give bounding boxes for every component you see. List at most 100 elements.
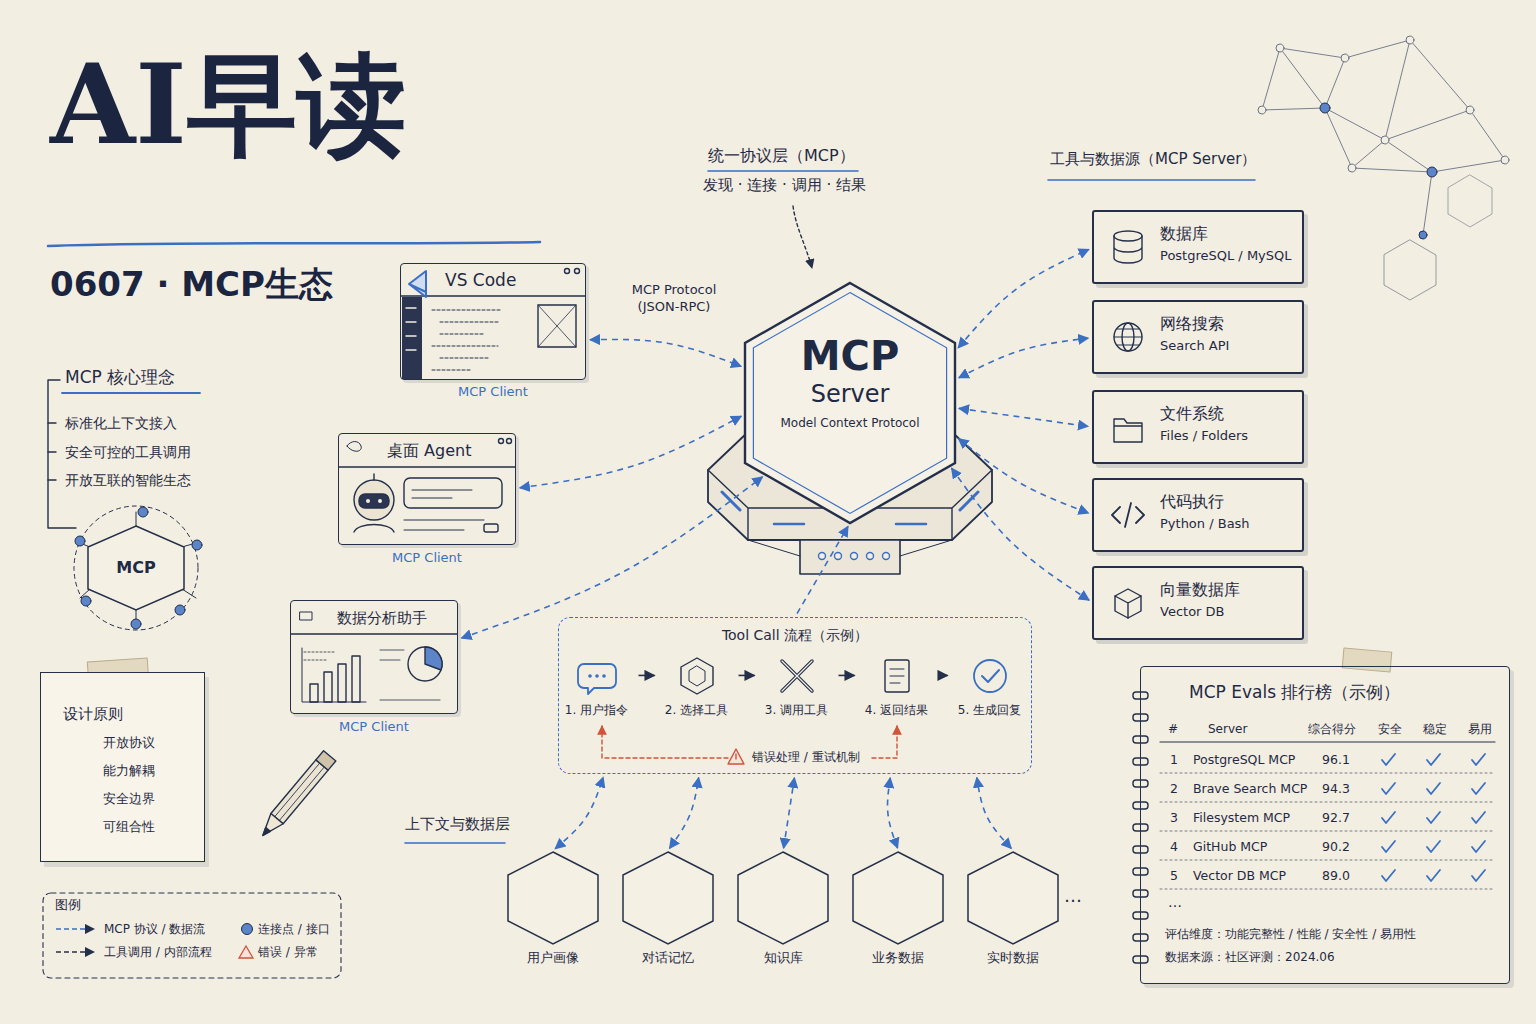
sketch-path bbox=[538, 305, 576, 347]
sketch-polygon bbox=[1115, 589, 1141, 618]
sketch-path bbox=[1382, 783, 1395, 794]
hexagon-node: 业务数据 bbox=[853, 852, 943, 944]
sketch-path bbox=[425, 647, 442, 670]
table-cell: # bbox=[1168, 722, 1178, 738]
process-box: 文件系统Files / Folders bbox=[1092, 390, 1304, 464]
sketch-path bbox=[1114, 419, 1142, 442]
note-label: 评估维度：功能完整性 / 性能 / 安全性 / 易用性 bbox=[1165, 927, 1416, 943]
note-label: 安全可控的工具调用 bbox=[65, 443, 191, 461]
table-cell: 92.7 bbox=[1322, 810, 1350, 826]
sketch-circle bbox=[575, 269, 580, 274]
text-slot: 统一协议层（MCP） bbox=[708, 146, 855, 167]
connector bbox=[670, 778, 699, 849]
legend-swatch bbox=[241, 923, 253, 935]
hexagon-outline bbox=[738, 852, 828, 944]
sketch-path bbox=[302, 648, 366, 702]
sketch-path bbox=[735, 754, 736, 759]
process-box: 5. 生成回复 bbox=[952, 650, 1028, 722]
sketch-path bbox=[1160, 741, 1495, 742]
sketch-path bbox=[1160, 831, 1495, 832]
sketch-circle bbox=[1276, 44, 1284, 52]
sketch-path bbox=[401, 295, 585, 296]
text-slot: Vector DB MCP bbox=[1193, 868, 1286, 884]
connector bbox=[797, 526, 848, 613]
sketch-rect bbox=[402, 297, 422, 379]
node-title: 3. 调用工具 bbox=[759, 702, 835, 718]
legend-sample bbox=[239, 946, 253, 958]
sketch-circle bbox=[1114, 323, 1142, 351]
sketch-path bbox=[404, 490, 484, 530]
hexagon-node: MCP bbox=[88, 526, 184, 610]
hexagon-outline bbox=[745, 283, 955, 523]
table-cell: Filesystem MCP bbox=[1193, 810, 1290, 826]
sketch-path bbox=[1114, 329, 1142, 345]
sketch-path bbox=[339, 466, 515, 467]
note-label: 开放互联的智能生态 bbox=[65, 471, 191, 489]
sketch-circle bbox=[378, 499, 382, 503]
text-slot: 96.1 bbox=[1322, 752, 1350, 768]
sketch-path bbox=[1262, 40, 1505, 235]
text-slot: Filesystem MCP bbox=[1193, 810, 1290, 826]
hexagon-outline bbox=[508, 852, 598, 944]
sketch-circle bbox=[1501, 156, 1509, 164]
sketch-path bbox=[48, 242, 540, 246]
sketch-circle bbox=[883, 553, 890, 560]
sketch-polygon bbox=[728, 749, 744, 764]
node-text: 安全边界 bbox=[103, 785, 204, 813]
sketch-g bbox=[588, 674, 606, 678]
node-title: 4. 返回结果 bbox=[859, 702, 935, 718]
sketch-path bbox=[405, 842, 505, 844]
connector bbox=[959, 408, 1088, 426]
text-slot: 0607 · MCP生态 bbox=[50, 262, 333, 306]
text-slot: 综合得分 bbox=[1308, 722, 1356, 738]
sketch-rect bbox=[324, 672, 332, 702]
text-slot: 安全可控的工具调用 bbox=[65, 443, 191, 461]
sketch-path bbox=[1382, 841, 1395, 852]
note-label: MCP 核心理念 bbox=[65, 366, 175, 388]
sketch-circle bbox=[1381, 136, 1389, 144]
connector bbox=[555, 777, 603, 848]
hexagon-outline bbox=[853, 852, 943, 944]
connector bbox=[784, 778, 795, 848]
sketch-circle bbox=[1406, 36, 1414, 44]
sketch-path bbox=[1427, 841, 1440, 852]
process-box: 网络搜索Search API bbox=[1092, 300, 1304, 374]
sketch-path bbox=[1382, 870, 1395, 881]
sketch-rect bbox=[359, 494, 389, 508]
sketch-polygon bbox=[1448, 175, 1492, 227]
sketch-circle bbox=[408, 647, 442, 681]
node-text: PostgreSQL / MySQL bbox=[1094, 246, 1302, 266]
sketch-path bbox=[1472, 754, 1485, 765]
table-cell: PostgreSQL MCP bbox=[1193, 752, 1295, 768]
text-slot: 92.7 bbox=[1322, 810, 1350, 826]
node-title: 网络搜索 bbox=[1094, 302, 1302, 336]
text-slot: 94.3 bbox=[1322, 781, 1350, 797]
sketch-g bbox=[1133, 692, 1495, 963]
sketch-path bbox=[793, 206, 812, 268]
hexagon-outline bbox=[968, 852, 1058, 944]
note-label: 统一协议层（MCP） bbox=[708, 146, 855, 167]
edge-label: MCP Protocol (JSON-RPC) bbox=[618, 280, 730, 316]
table-cell: 3 bbox=[1170, 810, 1178, 826]
hexagon-outline bbox=[88, 526, 184, 610]
node-title: Tool Call 流程（示例） bbox=[559, 618, 1031, 644]
legend-sample bbox=[56, 951, 94, 953]
sketch-path bbox=[1427, 783, 1440, 794]
hexagon-outline bbox=[508, 852, 598, 944]
hexagon-node: 用户画像 bbox=[508, 852, 598, 944]
sketch-path bbox=[890, 669, 904, 683]
process-box: 设计原则开放协议能力解耦安全边界可组合性 bbox=[40, 672, 205, 862]
sketch-circle bbox=[867, 553, 874, 560]
sketch-circle bbox=[1341, 54, 1349, 62]
sketch-circle bbox=[1427, 167, 1437, 177]
sketch-path bbox=[406, 308, 416, 350]
node-text: Server bbox=[745, 379, 955, 409]
process-box: 桌面 AgentMCP Client bbox=[338, 433, 516, 545]
process-box: 数据库PostgreSQL / MySQL bbox=[1092, 210, 1304, 284]
connector bbox=[958, 439, 1088, 513]
connector bbox=[590, 339, 741, 366]
sketch-path bbox=[80, 512, 196, 624]
sketch-circle bbox=[74, 506, 198, 630]
node-text: Files / Folders bbox=[1094, 426, 1302, 446]
sketch-circle bbox=[1419, 231, 1427, 239]
